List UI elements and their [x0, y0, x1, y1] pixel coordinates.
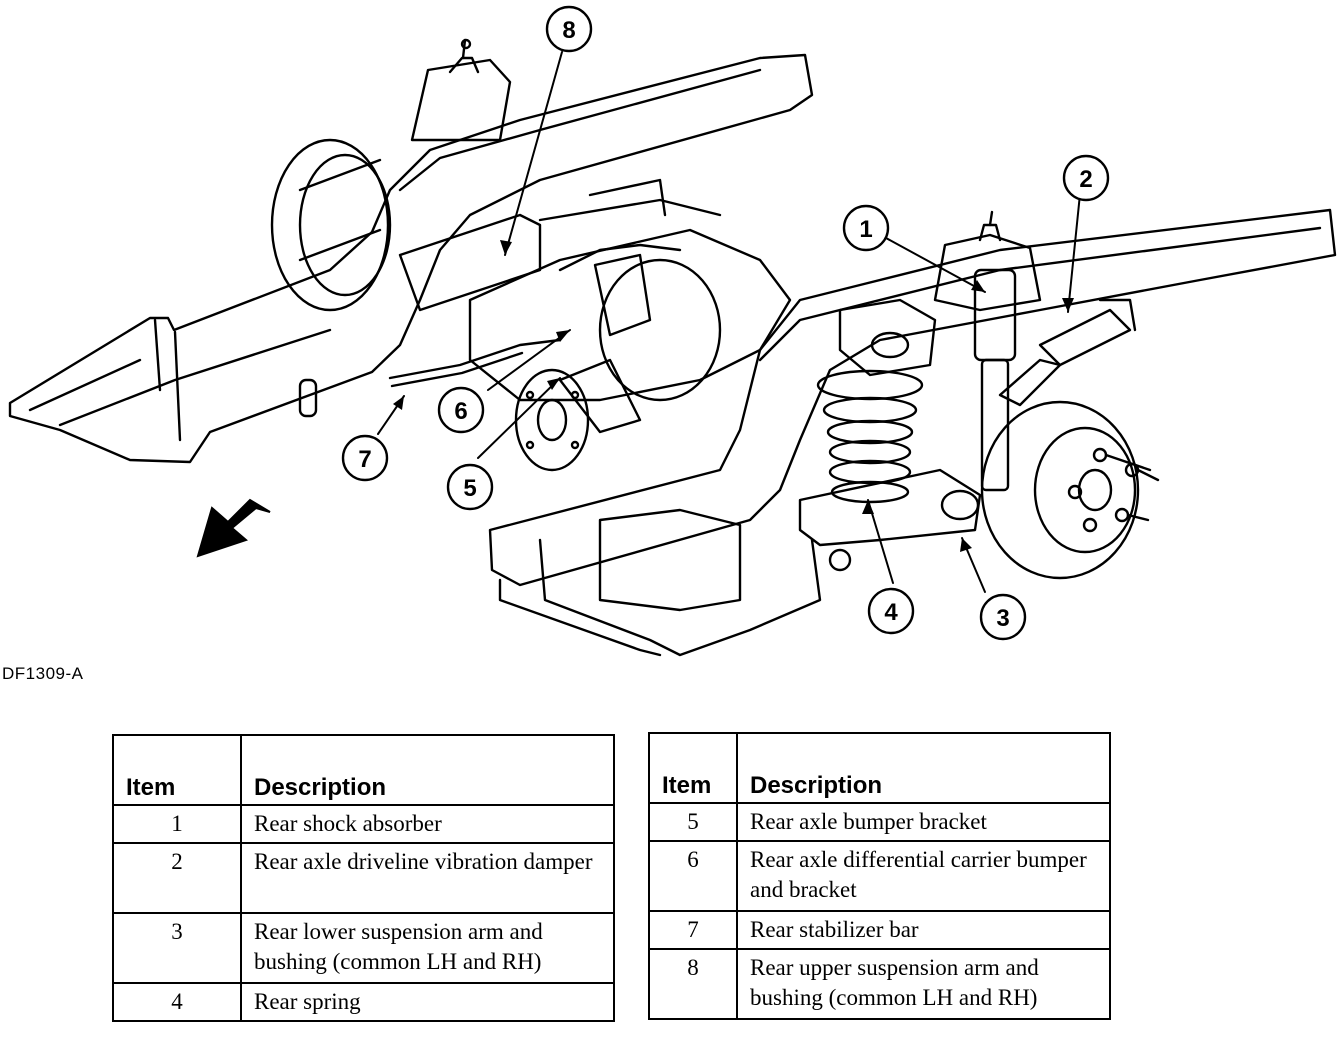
- right-shock-absorber: [933, 210, 1042, 492]
- callout-5: 5: [446, 463, 494, 511]
- item-description: Rear axle driveline vibration damper: [240, 842, 615, 914]
- callout-1: 1: [842, 204, 890, 252]
- item-description: Rear axle differential carrier bumper an…: [736, 840, 1111, 912]
- table-row: 5 Rear axle bumper bracket: [648, 802, 1111, 842]
- item-description: Rear stabilizer bar: [736, 910, 1111, 950]
- item-number: 5: [648, 802, 738, 842]
- item-number: 6: [648, 840, 738, 912]
- svg-text:8: 8: [562, 17, 575, 44]
- header-item: Item: [112, 734, 242, 806]
- callout-4: 4: [867, 587, 915, 635]
- svg-text:2: 2: [1079, 166, 1092, 193]
- rear-stabilizer-bar: [388, 338, 562, 388]
- callout-arrowheads: [393, 240, 1074, 552]
- callout-6: 6: [437, 386, 485, 434]
- item-number: 8: [648, 948, 738, 1020]
- callout-2: 2: [1062, 154, 1110, 202]
- right-frame-rail: [488, 208, 1337, 657]
- header-description: Description: [736, 732, 1111, 804]
- table-row: 6 Rear axle differential carrier bumper …: [648, 840, 1111, 912]
- item-number: 1: [112, 804, 242, 844]
- svg-text:3: 3: [996, 605, 1009, 632]
- callout-8: 8: [545, 5, 593, 53]
- header-description: Description: [240, 734, 615, 806]
- svg-text:6: 6: [454, 398, 467, 425]
- svg-text:1: 1: [859, 216, 872, 243]
- item-number: 4: [112, 982, 242, 1022]
- item-description: Rear shock absorber: [240, 804, 615, 844]
- upper-suspension-arm: [398, 213, 937, 377]
- differential-flange: [514, 368, 590, 472]
- item-number: 7: [648, 910, 738, 950]
- left-frame-rail: [8, 53, 814, 464]
- front-direction-arrow-icon: [196, 498, 271, 558]
- svg-text:5: 5: [463, 475, 476, 502]
- item-description: Rear axle bumper bracket: [736, 802, 1111, 842]
- item-number: 2: [112, 842, 242, 914]
- left-brake-rotor: [270, 138, 392, 312]
- svg-text:7: 7: [358, 446, 371, 473]
- item-description: Rear spring: [240, 982, 615, 1022]
- header-item: Item: [648, 732, 738, 804]
- callout-3: 3: [979, 593, 1027, 641]
- svg-text:4: 4: [884, 599, 898, 626]
- table-row: 7 Rear stabilizer bar: [648, 910, 1111, 950]
- suspension-diagram: 1 2 3 4 5 6 7 8: [8, 5, 1337, 657]
- legend-table-right: Item Description 5 Rear axle bumper brac…: [648, 732, 1111, 1020]
- table-header-row: Item Description: [112, 734, 615, 806]
- item-number: 3: [112, 912, 242, 984]
- right-brake-rotor: [980, 400, 1160, 580]
- figure-id: DF1309-A: [2, 664, 84, 683]
- table-row: 2 Rear axle driveline vibration damper: [112, 842, 615, 914]
- table-row: 3 Rear lower suspension arm and bushing …: [112, 912, 615, 984]
- rear-coil-spring: [816, 369, 924, 504]
- driveline-vibration-damper: [998, 298, 1137, 407]
- left-shock-tower: [410, 38, 512, 142]
- lower-suspension-arm: [798, 468, 982, 572]
- table-row: 1 Rear shock absorber: [112, 804, 615, 844]
- callout-7: 7: [341, 434, 389, 482]
- table-row: 8 Rear upper suspension arm and bushing …: [648, 948, 1111, 1020]
- table-header-row: Item Description: [648, 732, 1111, 804]
- bumper-bracket: [558, 253, 652, 434]
- table-row: 4 Rear spring: [112, 982, 615, 1022]
- legend-table-left: Item Description 1 Rear shock absorber 2…: [112, 734, 615, 1022]
- item-description: Rear upper suspension arm and bushing (c…: [736, 948, 1111, 1020]
- item-description: Rear lower suspension arm and bushing (c…: [240, 912, 615, 984]
